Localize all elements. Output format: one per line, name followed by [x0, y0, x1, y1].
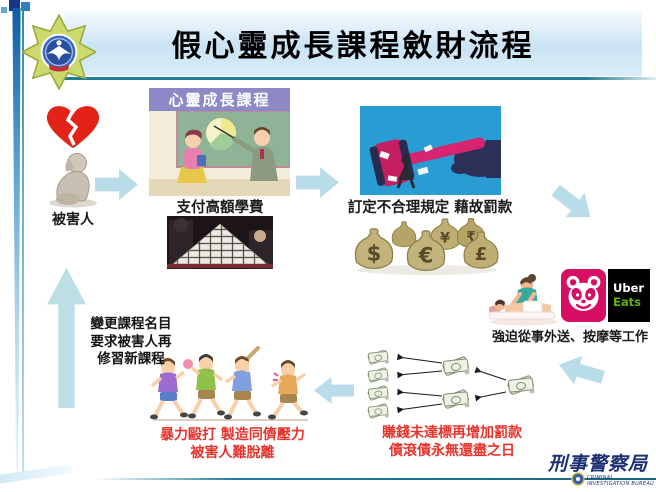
- chaser-green: [183, 354, 225, 419]
- foodpanda-logo: [561, 269, 606, 322]
- bureau-mini-badge-icon: [571, 472, 585, 486]
- forced-work-caption: 強迫從事外送、按摩等工作: [491, 330, 648, 345]
- violence-line1: 暴力毆打 製造同儕壓力: [160, 427, 305, 443]
- header-band: 假心靈成長課程斂財流程: [64, 10, 642, 76]
- bottom-left-wedge: [0, 464, 73, 485]
- corner-square-light: [1, 7, 7, 13]
- money-bag-euro: €: [406, 230, 446, 272]
- bureau-english-name: CRIMINAL INVESTIGATION BUREAU: [587, 475, 655, 487]
- eats-wordmark: Eats: [613, 294, 641, 309]
- left-teal-line: [22, 8, 24, 476]
- money-bags-icon: ¥ ₹ $ € £: [354, 217, 499, 275]
- violence-caption: 暴力毆打 製造同儕壓力 被害人難脫離: [135, 426, 330, 462]
- corner-square-blue: [21, 2, 30, 11]
- victim-label: 被害人: [52, 212, 94, 228]
- arrow-down-right-icon: [546, 178, 600, 230]
- svg-text:£: £: [475, 244, 488, 265]
- uber-wordmark: Uber: [613, 280, 645, 295]
- page-title: 假心靈成長課程斂財流程: [171, 29, 535, 64]
- broken-heart-icon: [46, 106, 100, 148]
- classroom-illustration: [149, 111, 290, 196]
- gavel-illustration: [360, 106, 501, 195]
- relearn-line2: 要求被害人再: [90, 333, 172, 350]
- pay-tuition-caption: 支付高額學費: [176, 200, 264, 216]
- relearn-line3: 修習新課程: [97, 351, 165, 367]
- massage-illustration: [488, 274, 558, 326]
- debt-line2: 債滾債永無還盡之日: [389, 443, 515, 459]
- panda-icon: [566, 275, 601, 311]
- bill-mid-bottom: [441, 388, 470, 410]
- header-underline: [64, 77, 656, 80]
- money-bag: [391, 221, 417, 248]
- svg-text:¥: ¥: [440, 231, 450, 247]
- arrow-left-icon: [314, 377, 354, 404]
- cash-pile-photo: [167, 216, 273, 269]
- money-bag-pound: £: [463, 231, 499, 269]
- uber-eats-logo: Uber Eats: [608, 269, 650, 322]
- corner-square-dark: [9, 0, 20, 11]
- relearn-line1: 變更課程名目: [90, 316, 172, 332]
- fleeing-victim: [268, 360, 308, 420]
- arrow-right-icon: [296, 167, 339, 198]
- svg-text:$: $: [367, 242, 382, 266]
- chaser-purple: [150, 358, 188, 420]
- debt-caption: 賺錢未達標再增加罰款 債滾債永無還盡之日: [352, 424, 552, 460]
- svg-text:€: €: [418, 244, 434, 268]
- sad-figurine-icon: [49, 153, 97, 208]
- violence-line2: 被害人難脫離: [190, 445, 275, 461]
- left-gradient-bar: [12, 8, 21, 473]
- arrow-up-icon: [47, 268, 86, 408]
- arrow-left-icon: [555, 350, 607, 392]
- course-banner: 心靈成長課程: [149, 88, 290, 111]
- chaser-blue-with-stick: [224, 346, 261, 420]
- bill-mid-top: [441, 355, 470, 377]
- chasing-people-illustration: [150, 346, 308, 421]
- debt-line1: 賺錢未達標再增加罰款: [382, 425, 522, 441]
- footer-line: [95, 478, 656, 480]
- bill-large: [506, 374, 535, 396]
- police-star-badge-icon: [22, 13, 96, 91]
- svg-text:₹: ₹: [466, 229, 475, 245]
- money-bag-dollar: $: [354, 228, 394, 270]
- unreasonable-rules-caption: 訂定不合理規定 藉故罰款: [347, 200, 513, 216]
- relearn-caption: 變更課程名目 要求被害人再 修習新課程: [86, 316, 176, 369]
- debt-multiplying-diagram: [367, 350, 535, 419]
- bureau-logotype: 刑事警察局: [547, 453, 648, 475]
